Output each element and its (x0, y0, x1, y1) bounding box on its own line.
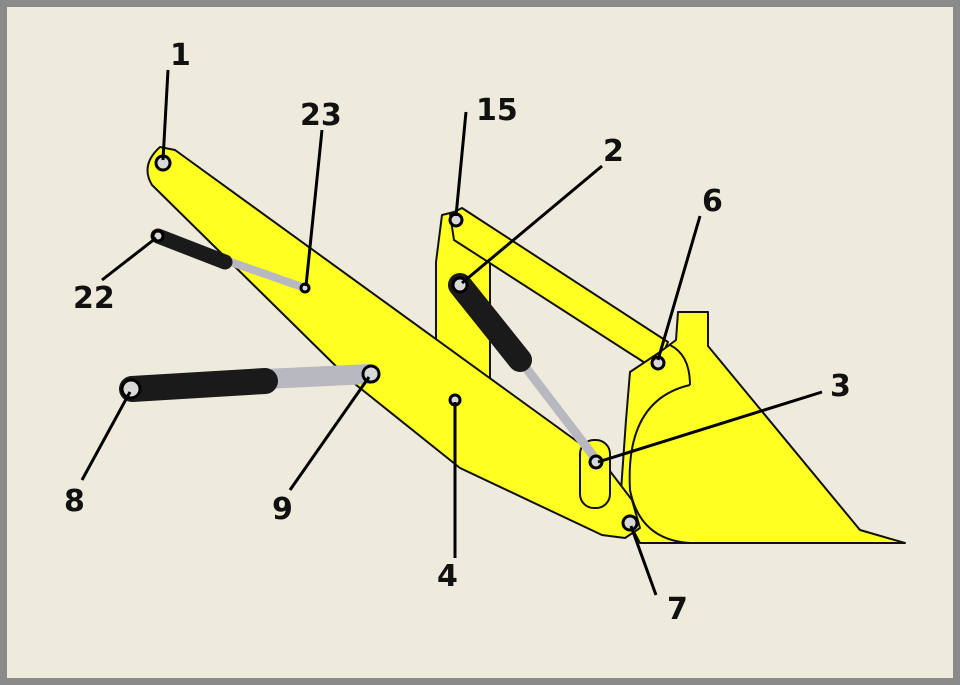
label-2: 2 (603, 134, 624, 169)
label-22: 22 (73, 281, 115, 316)
link-slot-3 (579, 439, 611, 509)
label-3: 3 (830, 369, 851, 404)
main-boom (146, 146, 641, 539)
label-7: 7 (667, 592, 688, 627)
label-23: 23 (300, 98, 342, 133)
label-15: 15 (476, 93, 518, 128)
leader-lines (80, 69, 823, 596)
cylinder-22-23 (150, 228, 309, 292)
label-9: 9 (272, 492, 293, 527)
label-6: 6 (702, 184, 723, 219)
label-4: 4 (437, 559, 458, 594)
label-1: 1 (170, 38, 191, 73)
lift-cylinder (119, 364, 371, 402)
bucket-cylinder (448, 273, 603, 467)
label-8: 8 (64, 484, 85, 519)
